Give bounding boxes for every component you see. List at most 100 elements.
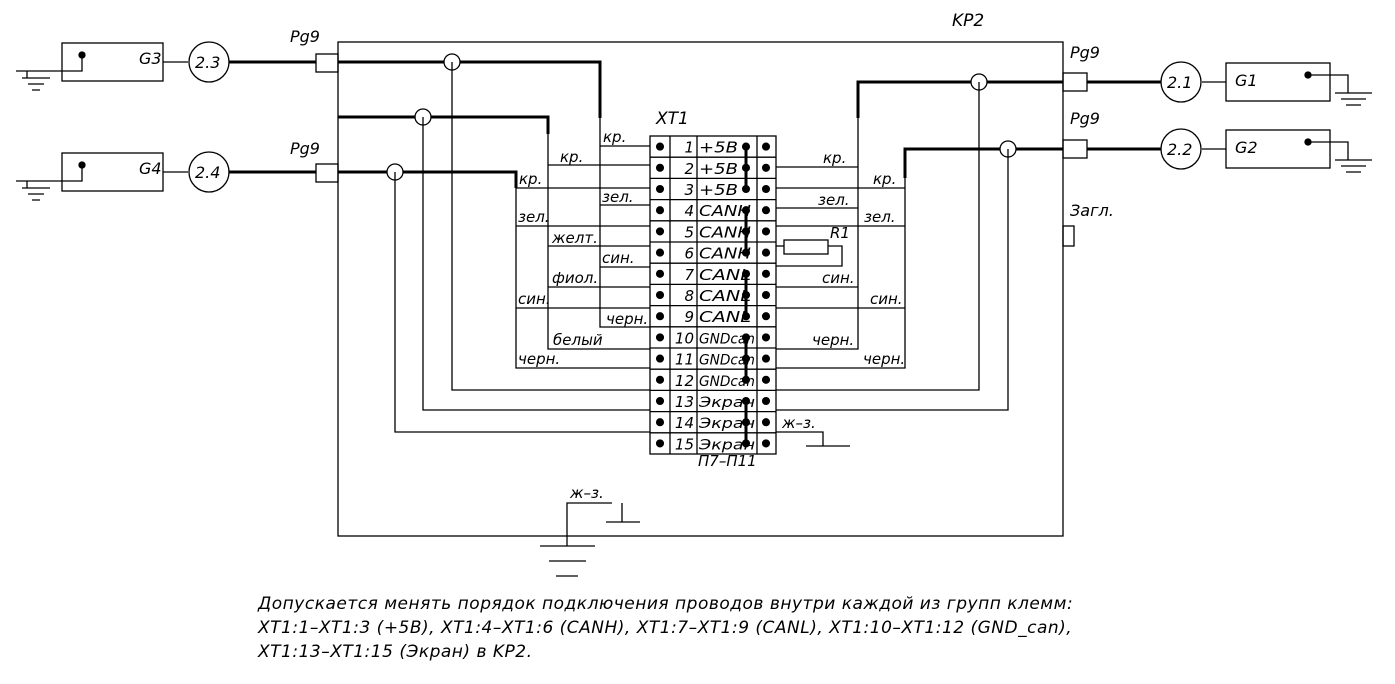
terminal-name: CANL	[699, 308, 751, 326]
terminal-number: 15	[675, 435, 694, 453]
terminal-right-contact	[761, 184, 771, 194]
terminal-right-contact	[761, 290, 771, 300]
terminal-number: 10	[675, 329, 694, 347]
terminal-right-contact	[761, 375, 771, 384]
terminal-left-contact	[655, 354, 665, 363]
generator-g4: G4	[16, 152, 188, 201]
terminal-number: 6	[684, 245, 694, 263]
terminal-left-contact	[655, 184, 665, 194]
terminal-number: 13	[675, 393, 694, 411]
svg-text:R1: R1	[830, 224, 850, 242]
wire-label-left: кр.	[519, 170, 542, 188]
gland-left-bottom	[315, 163, 339, 183]
shield-rings	[386, 53, 1017, 181]
gland-left-top	[315, 53, 339, 73]
svg-text:G1: G1	[1235, 71, 1258, 90]
wire-label-left: фиол.	[552, 269, 598, 287]
terminal-number: 8	[684, 287, 694, 305]
generator-g2: G2	[1202, 129, 1372, 173]
svg-text:2.4: 2.4	[195, 163, 220, 182]
left-wires	[394, 62, 650, 433]
terminal-number: 14	[675, 414, 694, 432]
wire-label-right: кр.	[873, 170, 896, 188]
terminal-right-contact	[761, 333, 771, 342]
terminal-right-contact	[761, 163, 771, 172]
terminal-name: Экран	[698, 437, 755, 453]
terminal-number: 9	[684, 308, 694, 326]
terminal-right-contact	[761, 439, 771, 448]
wire-label-right: зел.	[818, 191, 850, 209]
terminal-name: GNDcan	[699, 353, 755, 369]
svg-text:ж–з.: ж–з.	[569, 484, 604, 502]
svg-text:G2: G2	[1235, 138, 1258, 157]
notes: Допускается менять порядок подключения п…	[258, 592, 1378, 664]
svg-text:2.1: 2.1	[1167, 73, 1192, 92]
terminal-left-contact	[655, 163, 665, 172]
terminal-left-contact	[655, 290, 665, 300]
terminal-left-contact	[655, 248, 665, 257]
terminal-right-contact	[761, 396, 771, 406]
case-ground: ж–з.	[540, 484, 640, 577]
svg-text:2.3: 2.3	[195, 53, 220, 72]
wire-labels: кр.кр.кр.зел.зел.желт.син.фиол.син.черн.…	[518, 128, 905, 368]
wire-label-left: син.	[602, 249, 635, 267]
terminal-name: Экран	[698, 395, 755, 411]
block-ground-label: ж–з.	[781, 414, 816, 432]
wire-label-left: желт.	[551, 229, 598, 247]
terminal-name: +5В	[699, 160, 738, 178]
terminal-right-contact	[761, 418, 771, 427]
terminal-right-contact	[761, 354, 771, 363]
gland-label-left-bottom: Pg9	[290, 139, 320, 158]
wire-label-right: кр.	[823, 149, 846, 167]
terminal-number: 1	[684, 139, 694, 157]
generator-g1: G1	[1202, 62, 1372, 106]
wire-label-left: черн.	[606, 310, 648, 328]
enclosure-kp2	[337, 41, 1064, 537]
terminal-left-contact	[655, 333, 665, 342]
svg-text:G3: G3	[139, 49, 162, 68]
gland-label-right-bottom: Pg9	[1070, 109, 1100, 128]
gland-right-top	[1062, 72, 1088, 92]
cable-2-1: 2.1	[1087, 61, 1202, 103]
terminal-name: CANL	[699, 266, 751, 284]
gland-right-bottom	[1062, 139, 1088, 159]
terminal-number: 7	[684, 266, 694, 284]
terminal-number: 11	[675, 351, 694, 369]
bridge-label: П7–П11	[698, 452, 757, 470]
wire-label-right: син.	[870, 290, 903, 308]
generator-g3: G3	[16, 42, 188, 91]
cable-trunks	[338, 60, 1063, 188]
cable-2-3: 2.3	[188, 41, 316, 83]
wire-label-left: черн.	[518, 350, 560, 368]
plug	[1062, 225, 1075, 247]
terminal-left-contact	[655, 418, 665, 427]
terminal-name: CANH	[699, 245, 751, 263]
wire-label-left: син.	[518, 290, 551, 308]
terminal-name: CANH	[699, 202, 751, 220]
terminal-right-contact	[761, 312, 771, 321]
terminal-right-contact	[761, 227, 771, 236]
terminal-name: GNDcan	[699, 374, 755, 390]
wire-label-right: черн.	[863, 350, 905, 368]
terminal-name: CANH	[699, 223, 751, 241]
wire-label-left: кр.	[603, 128, 626, 146]
svg-text:G4: G4	[139, 159, 162, 178]
terminal-left-contact	[655, 396, 665, 406]
terminal-name: Экран	[698, 416, 755, 432]
right-wires	[776, 82, 1009, 447]
terminal-number: 12	[675, 372, 694, 390]
note-line-3: XT1:13–XT1:15 (Экран) в KP2.	[258, 642, 533, 662]
terminal-left-contact	[655, 375, 665, 384]
wire-label-right: зел.	[864, 208, 896, 226]
terminal-left-contact	[655, 269, 665, 278]
terminal-block-label: XT1	[655, 109, 689, 129]
svg-text:2.2: 2.2	[1167, 140, 1192, 159]
terminal-number: 5	[684, 223, 694, 241]
wire-label-left: зел.	[518, 208, 550, 226]
note-line-1: Допускается менять порядок подключения п…	[258, 594, 1074, 614]
plug-label: Загл.	[1070, 201, 1114, 220]
wire-label-right: черн.	[812, 331, 854, 349]
terminal-right-contact	[761, 206, 771, 215]
terminal-left-contact	[655, 227, 665, 236]
